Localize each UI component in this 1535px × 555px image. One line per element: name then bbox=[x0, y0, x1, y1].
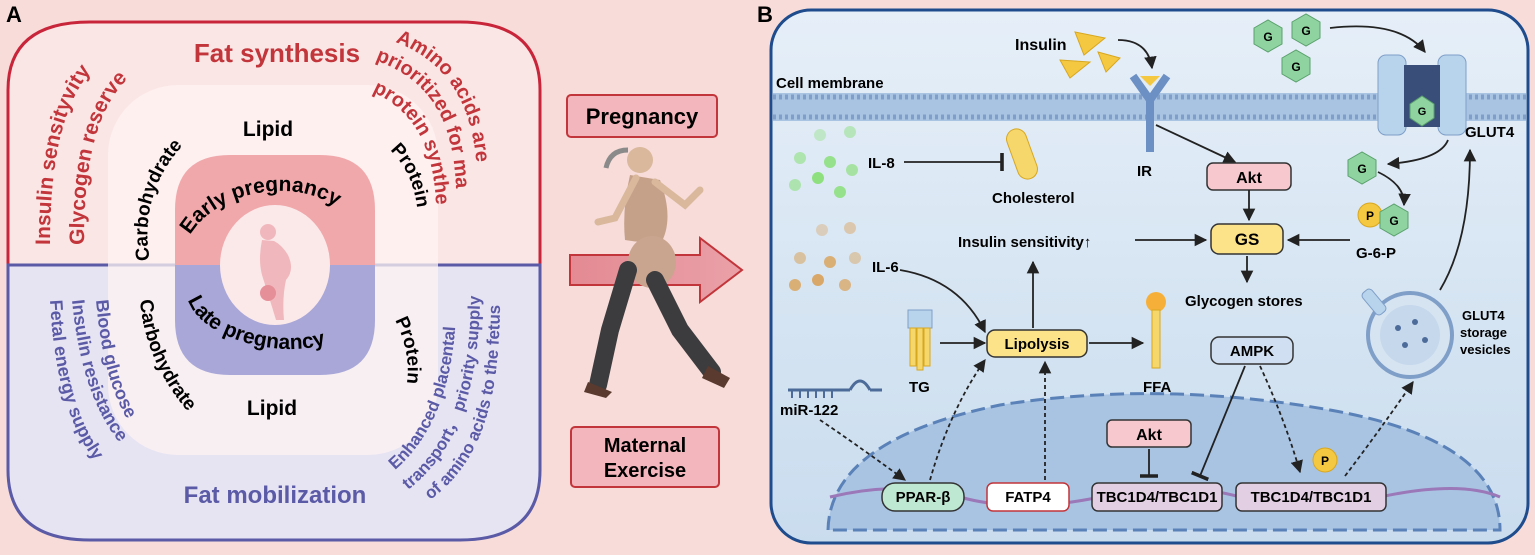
g-molecule-glut4: G bbox=[1418, 106, 1427, 118]
insulin-arrow bbox=[1117, 39, 1157, 70]
akt-nucleus-label: Akt bbox=[1136, 427, 1162, 444]
cholesterol-label: Cholesterol bbox=[992, 190, 1075, 207]
g-molecule-1: G bbox=[1263, 30, 1272, 44]
pregnant-runner-icon bbox=[584, 147, 730, 398]
il6-dots bbox=[789, 222, 861, 291]
ampk-box bbox=[1210, 336, 1294, 365]
tbc-box-2 bbox=[1235, 482, 1387, 512]
p-label-2: P bbox=[1321, 454, 1329, 468]
mir122-label: miR-122 bbox=[780, 402, 838, 419]
panel-a: A Fat synthesis Fat mobilization Insulin… bbox=[0, 0, 542, 542]
ampk-to-tbc-arrow bbox=[1259, 365, 1303, 474]
ffa-label: FFA bbox=[1143, 379, 1171, 396]
g-molecule-cytosol bbox=[1347, 151, 1377, 185]
tbc-box-1 bbox=[1091, 482, 1223, 512]
insulin-sensitivity-label: Insulin sensitivity↑ bbox=[958, 234, 1091, 251]
tg-icon bbox=[907, 309, 933, 371]
mir122-arrow bbox=[819, 419, 907, 481]
fatp4-label: FATP4 bbox=[1005, 489, 1051, 506]
fat-mobilization-title: Fat mobilization bbox=[184, 482, 367, 509]
ampk-inhibit-line bbox=[1190, 365, 1246, 482]
g-molecule-4: G bbox=[1357, 162, 1366, 176]
panel-a-label: A bbox=[6, 2, 22, 27]
tbc-label-2: TBC1D4/TBC1D1 bbox=[1251, 489, 1372, 506]
tbc-label-1: TBC1D4/TBC1D1 bbox=[1097, 489, 1218, 506]
lipolysis-box bbox=[986, 329, 1088, 358]
cell-outline bbox=[769, 8, 1530, 545]
gs-box bbox=[1210, 223, 1284, 255]
maternal-exercise-box bbox=[570, 426, 720, 488]
g-molecule-2: G bbox=[1301, 24, 1310, 38]
vesicle-to-glut4-arrow bbox=[1439, 148, 1477, 291]
il6-to-lipolysis-arrow bbox=[899, 269, 986, 334]
g-to-g6p-arrow bbox=[1377, 171, 1411, 207]
glut4-storage-line3: vesicles bbox=[1460, 342, 1511, 357]
cell-membrane-label: Cell membrane bbox=[776, 75, 884, 92]
akt-nucleus-box bbox=[1106, 419, 1192, 448]
mir122-icon bbox=[788, 379, 882, 398]
tbc-to-vesicle-arrow bbox=[1344, 380, 1414, 477]
akt-top-label: Akt bbox=[1236, 170, 1262, 187]
ppar-to-lipolysis-arrow bbox=[929, 358, 986, 481]
ir-receptor-icon bbox=[1129, 73, 1171, 152]
panel-b: B Cell membrane Insulin IR bbox=[757, 2, 1530, 545]
ir-label: IR bbox=[1137, 163, 1152, 180]
glut4-label: GLUT4 bbox=[1465, 124, 1515, 141]
maternal-label: Maternal bbox=[604, 435, 686, 457]
lipolysis-label: Lipolysis bbox=[1004, 336, 1069, 353]
glucose-out-arrow bbox=[1386, 139, 1449, 170]
gs-label: GS bbox=[1235, 230, 1260, 249]
il6-label: IL-6 bbox=[872, 259, 899, 276]
ir-to-akt-arrow bbox=[1155, 124, 1237, 163]
panel-b-label: B bbox=[757, 2, 773, 27]
early-lipid-label: Lipid bbox=[243, 118, 293, 141]
pregnant-silhouette-icon bbox=[260, 224, 292, 320]
tg-label: TG bbox=[909, 379, 930, 396]
glut4-vesicle-icon bbox=[1361, 288, 1454, 379]
glycogen-stores-label: Glycogen stores bbox=[1185, 293, 1303, 310]
exercise-label: Exercise bbox=[604, 460, 686, 482]
glucose-in-arrow bbox=[1329, 25, 1426, 53]
fatp4-box bbox=[986, 482, 1070, 512]
g6p-label: G-6-P bbox=[1356, 245, 1396, 262]
g6p-molecule bbox=[1379, 203, 1409, 237]
middle-section: Pregnancy Maternal Exercise bbox=[566, 94, 744, 488]
insulin-label: Insulin bbox=[1015, 37, 1067, 54]
il8-label: IL-8 bbox=[868, 155, 895, 172]
fat-synthesis-title: Fat synthesis bbox=[194, 38, 360, 68]
phosphate-icon-2 bbox=[1312, 447, 1338, 473]
g-molecule-5: G bbox=[1389, 214, 1398, 228]
insulin-triangles-icon bbox=[1059, 31, 1121, 79]
pregnancy-box bbox=[566, 94, 718, 138]
late-lipid-label: Lipid bbox=[247, 397, 297, 420]
p-label-1: P bbox=[1366, 209, 1374, 223]
cholesterol-icon bbox=[1006, 128, 1038, 180]
il8-dots bbox=[789, 126, 858, 198]
ppar-box bbox=[881, 482, 965, 512]
glut4-transporter-icon bbox=[1377, 54, 1467, 136]
ppar-label: PPAR-β bbox=[896, 489, 951, 506]
ffa-icon bbox=[1146, 292, 1166, 369]
g-molecule-3: G bbox=[1291, 60, 1300, 74]
glut4-storage-line1: GLUT4 bbox=[1462, 308, 1505, 323]
glucose-molecules-top bbox=[1253, 13, 1321, 83]
ampk-label: AMPK bbox=[1230, 343, 1274, 360]
pregnancy-label: Pregnancy bbox=[586, 104, 699, 129]
glut4-storage-line2: storage bbox=[1460, 325, 1507, 340]
